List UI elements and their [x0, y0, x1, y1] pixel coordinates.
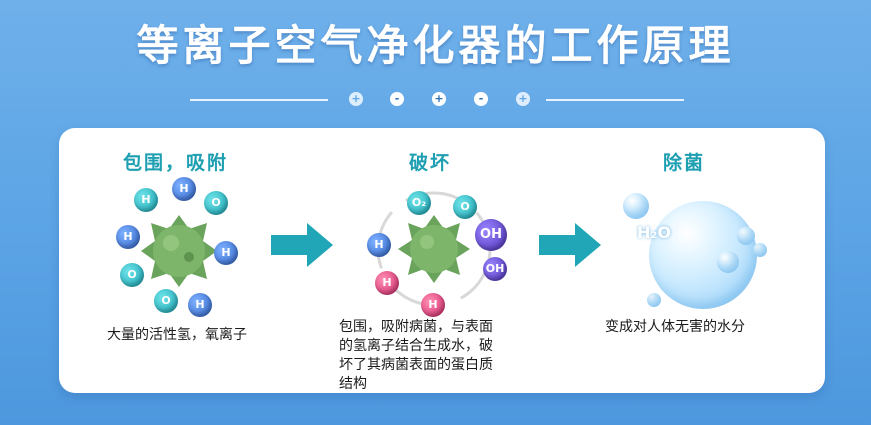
stage-1-illustration: H H O H H O O H [114, 177, 244, 317]
stage-1-caption: 大量的活性氢，氧离子 [107, 327, 247, 343]
stage-3-caption: 变成对人体无害的水分 [605, 319, 745, 335]
hydrogen-ion-icon: H [367, 233, 391, 257]
water-molecule-label: H₂O [637, 223, 671, 242]
arrow-right-icon [271, 223, 333, 267]
hydrogen-ion-icon: H [134, 188, 158, 212]
divider-minus-icon-1: - [390, 92, 404, 106]
title-divider-left [190, 99, 328, 101]
stage-3-illustration: H₂O [599, 183, 789, 318]
hydrogen-ion-icon: H [188, 293, 212, 317]
hydrogen-ion-icon: H [214, 241, 238, 265]
oxygen-ion-icon: O₂ [407, 191, 431, 215]
title-divider-right [546, 99, 684, 101]
stage-3-title: 除菌 [663, 152, 706, 174]
divider-plus-icon-2: + [432, 92, 446, 106]
page-title: 等离子空气净化器的工作原理 [136, 21, 735, 70]
stage-2-caption: 包围，吸附病菌，与表面 的氢离子结合生成水，破 坏了其病菌表面的蛋白质 结构 [339, 319, 493, 392]
hydrogen-ion-icon: H [116, 225, 140, 249]
divider-plus-icon-3: + [516, 92, 530, 106]
divider-plus-icon-1: + [349, 92, 363, 106]
water-bubble-small [647, 293, 661, 307]
hydroxyl-ion-icon: OH [483, 257, 507, 281]
process-card: 包围，吸附 H H O H H O O H 大量的活性氢，氧离子 破坏 [59, 128, 825, 393]
virus-icon [141, 215, 217, 287]
water-bubble-small [623, 193, 649, 219]
virus-icon [376, 191, 492, 307]
hydrogen-ion-icon: H [172, 177, 196, 201]
arrow-right-icon [539, 223, 601, 267]
water-bubble-small [717, 251, 739, 273]
oxygen-ion-icon: O [154, 289, 178, 313]
stage-2-title: 破坏 [409, 152, 452, 174]
water-bubble-small [753, 243, 767, 257]
water-bubble-small [737, 227, 755, 245]
hydroxyl-ion-icon: OH [475, 219, 507, 251]
stage-1-title: 包围，吸附 [123, 152, 229, 174]
hydrogen-ion-icon: H [375, 271, 399, 295]
divider-minus-icon-2: - [474, 92, 488, 106]
stage-2-illustration: O₂ O OH H OH H H [359, 183, 509, 317]
hydrogen-ion-icon: H [421, 293, 445, 317]
oxygen-ion-icon: O [453, 195, 477, 219]
oxygen-ion-icon: O [204, 191, 228, 215]
oxygen-ion-icon: O [120, 263, 144, 287]
water-bubble-large [649, 201, 757, 309]
